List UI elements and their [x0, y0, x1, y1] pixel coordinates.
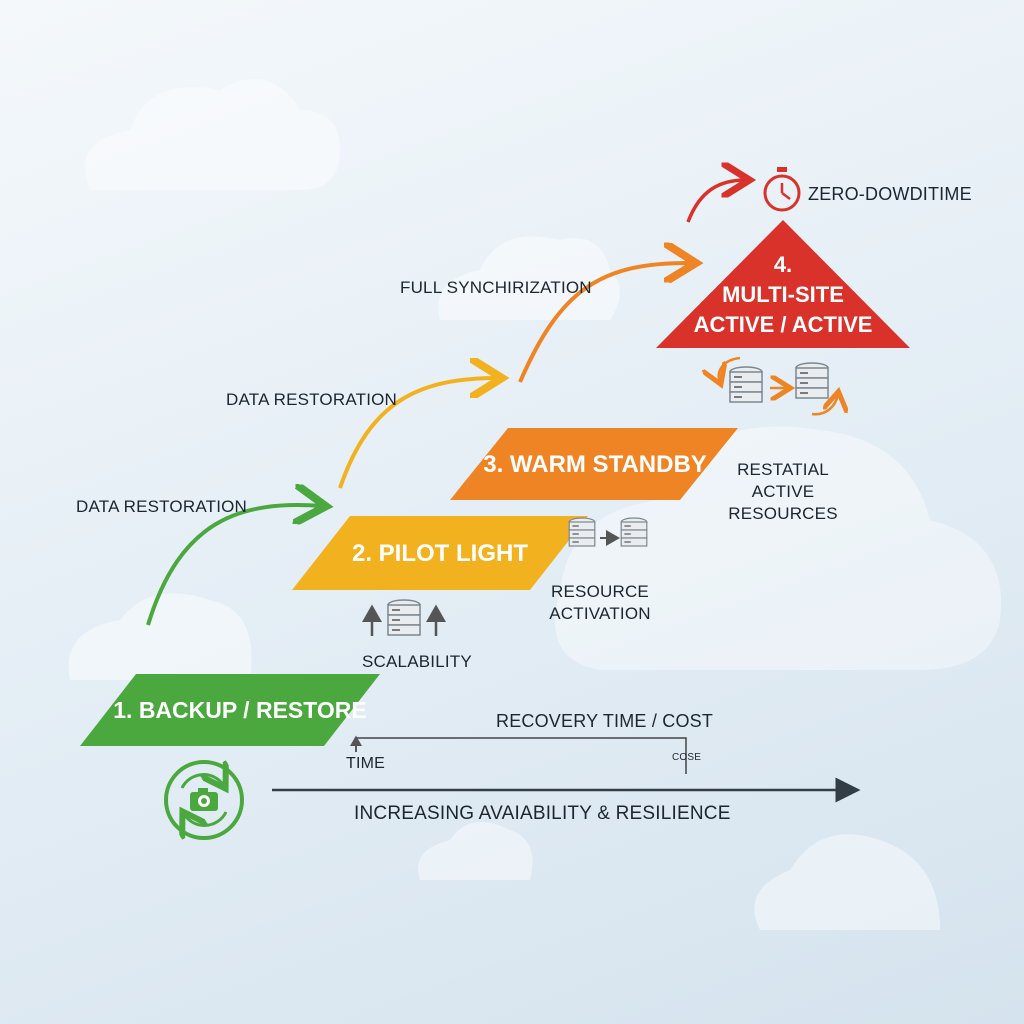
- transition-label-4: ZERO-DOWDITIME: [808, 184, 972, 204]
- stage-3-label: 3. WARM STANDBY: [483, 451, 707, 478]
- stage-2-shape: [292, 516, 588, 590]
- arrow-to-zero-downtime: [686, 180, 746, 223]
- transition-label-2: DATA RESTORATION: [226, 390, 398, 409]
- restatial-label-3: RESOURCES: [728, 504, 838, 523]
- resource-activation-label-1: RESOURCE: [551, 582, 649, 601]
- recovery-bracket: [355, 737, 687, 774]
- stage-4-label-line3: ACTIVE / ACTIVE: [693, 312, 873, 337]
- database-icon: [620, 517, 648, 547]
- cost-label: COSE: [672, 752, 702, 763]
- transition-label-1: DATA RESTORATION: [76, 497, 248, 516]
- arrow-backup-to-pilot: [146, 505, 322, 626]
- stage-2-label: 2. PILOT LIGHT: [351, 540, 528, 567]
- database-icon: [729, 366, 763, 403]
- stage-4-label-line2: MULTI-SITE: [722, 282, 844, 307]
- stage-4-shape: [656, 220, 910, 348]
- recovery-label: RECOVERY TIME / COST: [496, 711, 714, 731]
- camera-cycle-icon: [164, 760, 244, 840]
- restatial-label-2: ACTIVE: [751, 482, 815, 501]
- arrow-pilot-to-warm: [338, 378, 498, 489]
- stage-4-label-line1: 4.: [773, 252, 793, 277]
- resource-activation-label-2: ACTIVATION: [549, 604, 651, 623]
- database-icon: [568, 517, 596, 547]
- sync-arrows-icon: [719, 356, 838, 416]
- stopwatch-icon: [763, 167, 801, 212]
- restatial-label-1: RESTATIAL: [737, 460, 829, 479]
- arrow-warm-to-multisite: [518, 263, 692, 383]
- axis-main-label: INCREASING AVAIABILITY & RESILIENCE: [354, 803, 731, 824]
- database-icon: [387, 599, 421, 636]
- scalability-label: SCALABILITY: [362, 652, 472, 671]
- database-icon: [795, 362, 829, 399]
- stage-1-shape: [80, 674, 380, 746]
- stage-1-label: 1. BACKUP / RESTORE: [113, 697, 367, 723]
- transition-label-3: FULL SYNCHIRIZATION: [400, 278, 592, 297]
- stage-3-shape: [450, 428, 738, 500]
- time-label: TIME: [346, 755, 386, 772]
